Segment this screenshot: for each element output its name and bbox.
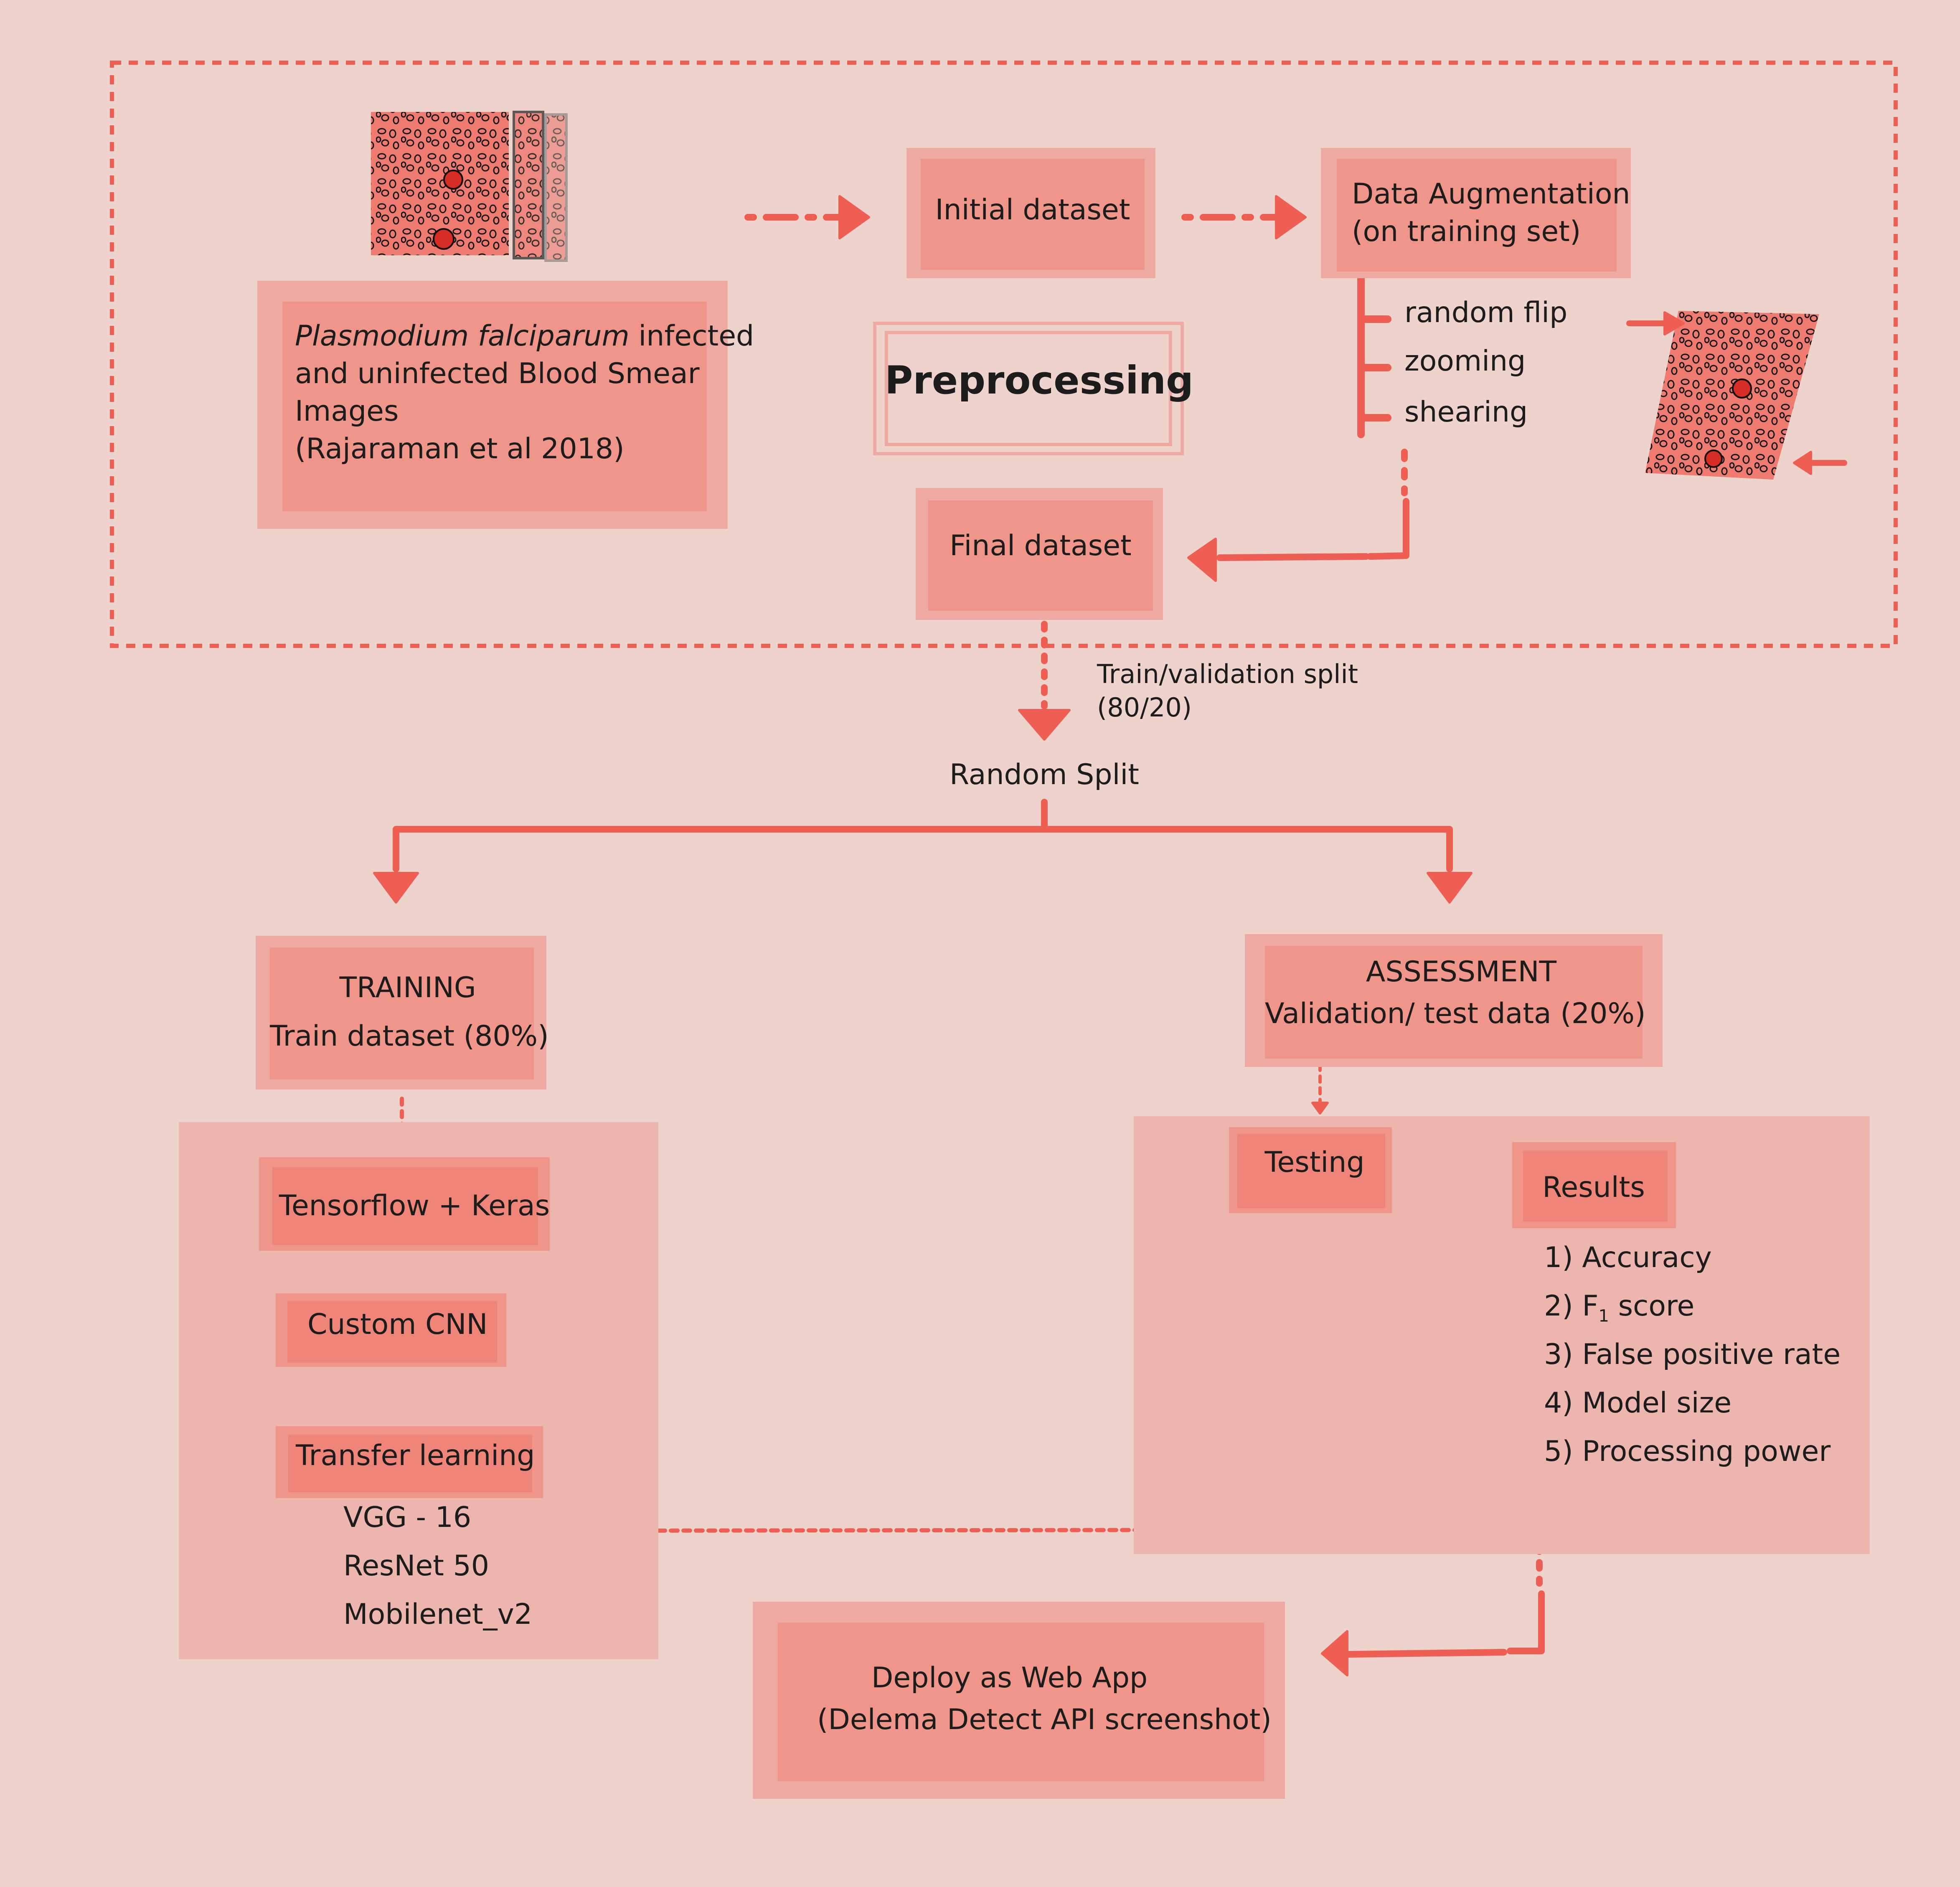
training-subtitle: Train dataset (80%) <box>270 1020 549 1053</box>
preprocessing-title: Preprocessing <box>885 358 1193 403</box>
metric-accuracy: 1) Accuracy <box>1544 1241 1712 1274</box>
final-dataset-inner <box>928 500 1153 611</box>
blood-smear-image <box>371 111 568 262</box>
assessment-inner <box>1265 946 1643 1059</box>
final-dataset-label: Final dataset <box>950 529 1132 562</box>
deploy-line2: (Delema Detect API screenshot) <box>817 1703 1272 1736</box>
source-images-citation: (Rajaraman et al 2018) <box>295 432 625 465</box>
augmentation-shearing: shearing <box>1404 396 1528 429</box>
augmentation-label-line1: Data Augmentation <box>1352 178 1630 211</box>
source-images-label: Plasmodium falciparum infected <box>295 317 754 355</box>
training-inner <box>270 947 534 1079</box>
augmentation-label-line2: (on training set) <box>1352 215 1581 248</box>
initial-dataset-label: Initial dataset <box>935 193 1130 226</box>
metric-f1-suffix: score <box>1609 1290 1695 1323</box>
model-vgg16: VGG - 16 <box>343 1501 472 1534</box>
results-inner <box>1523 1150 1668 1222</box>
metric-f1-subscript: 1 <box>1598 1306 1609 1326</box>
preprocessing-title-box <box>873 322 1184 455</box>
augmentation-zooming: zooming <box>1404 345 1526 378</box>
preprocessing-frame <box>110 61 1898 648</box>
transfer-learning-inner <box>288 1435 532 1492</box>
testing-inner <box>1237 1134 1385 1208</box>
metric-model-size: 4) Model size <box>1544 1387 1732 1420</box>
metric-processing-power: 5) Processing power <box>1544 1435 1831 1468</box>
augmentation-random-flip: random flip <box>1404 296 1568 329</box>
transfer-learning-label: Transfer learning <box>296 1439 535 1472</box>
initial-dataset-inner <box>921 159 1145 270</box>
deploy-line1: Deploy as Web App <box>871 1661 1148 1694</box>
random-split-label: Random Split <box>950 758 1139 791</box>
framework-label: Tensorflow + Keras <box>279 1189 550 1222</box>
split-note-line2: (80/20) <box>1097 692 1192 723</box>
source-images-line3: Images <box>295 395 399 428</box>
training-title: TRAINING <box>339 971 476 1004</box>
framework-inner <box>272 1167 538 1245</box>
source-images-line2: and uninfected Blood Smear <box>295 357 700 390</box>
assessment-subtitle: Validation/ test data (20%) <box>1265 997 1646 1030</box>
preprocessing-title-inner <box>885 331 1172 446</box>
results-label: Results <box>1542 1171 1645 1204</box>
split-note-line1: Train/validation split <box>1097 659 1358 689</box>
assessment-title: ASSESSMENT <box>1366 955 1557 988</box>
custom-cnn-inner <box>287 1301 497 1363</box>
custom-cnn-label: Custom CNN <box>307 1308 488 1341</box>
metric-f1-prefix: 2) F <box>1544 1290 1599 1323</box>
source-label-rest: infected <box>629 320 754 353</box>
metric-false-positive: 3) False positive rate <box>1544 1338 1841 1371</box>
model-resnet50: ResNet 50 <box>343 1549 489 1582</box>
deploy-inner <box>778 1623 1264 1781</box>
source-images-inner <box>282 302 707 511</box>
testing-label: Testing <box>1264 1146 1365 1179</box>
species-name: Plasmodium falciparum <box>295 320 630 353</box>
augmented-image <box>1645 311 1819 480</box>
split-lines <box>393 799 1453 872</box>
augmentation-inner <box>1337 159 1617 272</box>
metric-f1: 2) F1 score <box>1544 1288 1694 1335</box>
model-mobilenet: Mobilenet_v2 <box>343 1598 533 1631</box>
